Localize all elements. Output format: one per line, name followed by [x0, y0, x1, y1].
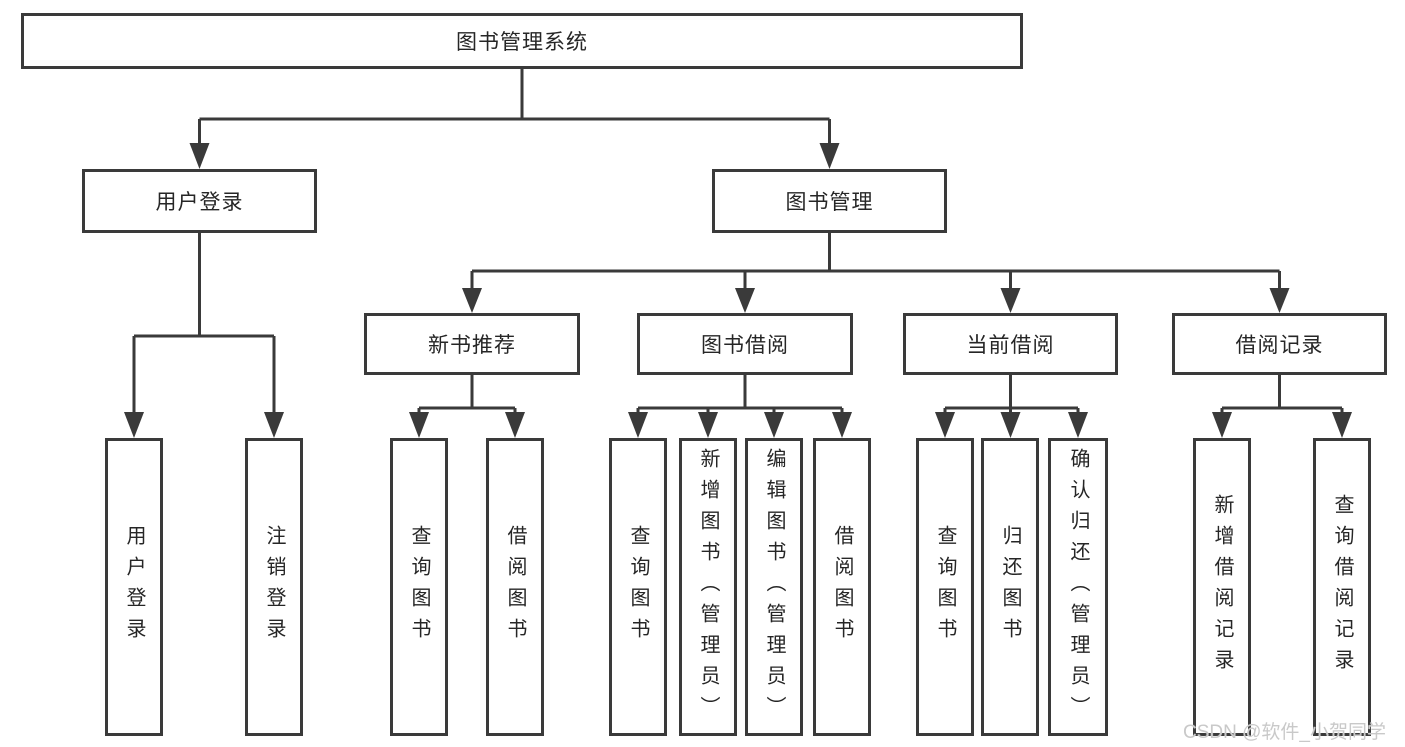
node-label: 编辑图书（管理员） — [763, 447, 785, 727]
leaf-add-borrow-record: 新增借阅记录 — [1193, 438, 1251, 736]
leaf-borrow-books-recommend: 借阅图书 — [486, 438, 544, 736]
node-label: 图书借阅 — [701, 334, 789, 357]
node-label: 用户登录 — [123, 525, 145, 649]
node-new-book-recommendation: 新书推荐 — [364, 313, 580, 375]
node-label: 借阅记录 — [1235, 334, 1324, 357]
node-label: 当前借阅 — [966, 334, 1055, 357]
node-book-borrowing: 图书借阅 — [637, 313, 853, 375]
node-library-management-system: 图书管理系统 — [21, 13, 1023, 69]
csdn-watermark: CSDN @软件_小贺同学 — [1183, 722, 1386, 743]
node-label: 归还图书 — [999, 525, 1021, 649]
node-label: 新增图书（管理员） — [697, 447, 719, 727]
node-label: 借阅图书 — [831, 525, 853, 649]
node-current-borrowing: 当前借阅 — [903, 313, 1118, 375]
leaf-user-login: 用户登录 — [105, 438, 163, 736]
node-book-management: 图书管理 — [712, 169, 947, 233]
node-label: 确认归还（管理员） — [1067, 447, 1089, 727]
node-label: 图书管理 — [785, 191, 874, 214]
node-label: 查询图书 — [408, 525, 430, 649]
leaf-query-books-borrow: 查询图书 — [609, 438, 667, 736]
leaf-query-books-current: 查询图书 — [916, 438, 974, 736]
node-label: 新增借阅记录 — [1211, 494, 1233, 680]
leaf-return-book: 归还图书 — [981, 438, 1039, 736]
node-label: 借阅图书 — [504, 525, 526, 649]
node-label: 查询图书 — [934, 525, 956, 649]
leaf-edit-book-admin: 编辑图书（管理员） — [745, 438, 803, 736]
leaf-add-book-admin: 新增图书（管理员） — [679, 438, 737, 736]
leaf-borrow-books: 借阅图书 — [813, 438, 871, 736]
leaf-query-borrow-record: 查询借阅记录 — [1313, 438, 1371, 736]
node-label: 查询借阅记录 — [1331, 494, 1353, 680]
node-label: 用户登录 — [155, 191, 244, 214]
leaf-logout: 注销登录 — [245, 438, 303, 736]
node-user-login-branch: 用户登录 — [82, 169, 317, 233]
leaf-query-books-recommend: 查询图书 — [390, 438, 448, 736]
node-label: 查询图书 — [627, 525, 649, 649]
leaf-confirm-return-admin: 确认归还（管理员） — [1048, 438, 1108, 736]
node-label: 注销登录 — [263, 525, 285, 649]
node-borrowing-records: 借阅记录 — [1172, 313, 1387, 375]
node-label: 图书管理系统 — [456, 31, 588, 54]
node-label: 新书推荐 — [428, 334, 516, 357]
